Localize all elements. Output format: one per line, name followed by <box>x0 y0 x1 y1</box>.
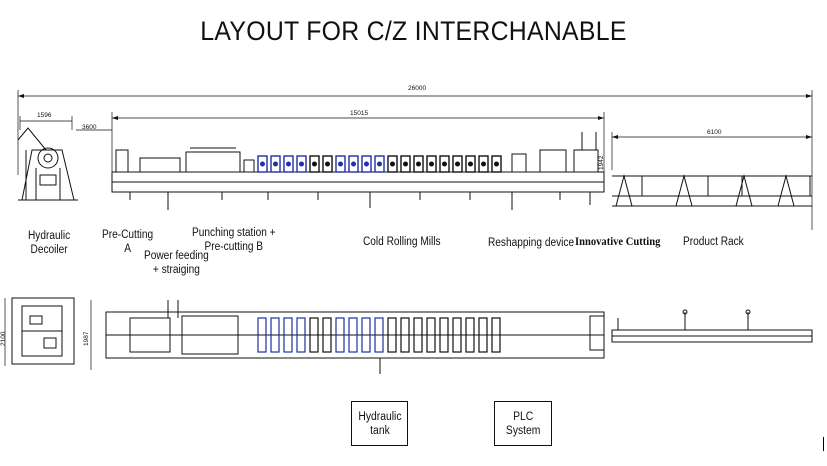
dim-rack: 6100 <box>707 129 722 136</box>
label-punching-station: Punching station + Pre-cutting B <box>192 227 276 253</box>
dim-plan-width-b: 2100 <box>0 331 7 346</box>
roller <box>390 161 395 167</box>
roller-stand <box>335 155 346 173</box>
roller-stand-plan <box>387 317 397 353</box>
roller-stand-plan <box>257 317 267 353</box>
roller-stand <box>309 155 320 173</box>
roller-stand <box>465 155 476 173</box>
roller-stand <box>283 155 294 173</box>
roller-stand-plan <box>439 317 449 353</box>
roller-stand-plan <box>348 317 358 353</box>
roller-stand-plan <box>296 317 306 353</box>
roller-stands-plan <box>257 317 501 353</box>
plc-system-label: PLC System <box>505 410 541 437</box>
roller <box>403 161 408 167</box>
roller-stands-elevation <box>257 155 502 173</box>
label-hydraulic-decoiler: Hydraulic Decoiler <box>28 230 71 256</box>
text-cursor <box>823 437 824 451</box>
roller <box>286 161 291 167</box>
roller-stand <box>426 155 437 173</box>
roller-stand-plan <box>309 317 319 353</box>
roller <box>481 161 486 167</box>
roller-stand <box>361 155 372 173</box>
label-power-feeding: Power feeding + straiging <box>144 250 209 276</box>
roller-stand <box>413 155 424 173</box>
label-innovative-cutting: Innovative Cutting <box>575 234 661 248</box>
roller-stand-plan <box>426 317 436 353</box>
legs <box>129 192 591 210</box>
roller-stand <box>374 155 385 173</box>
dim-decoiler: 1596 <box>37 112 52 119</box>
product-rack-plan <box>611 309 813 343</box>
roller-stand <box>400 155 411 173</box>
roller-stand <box>257 155 268 173</box>
roller-stand <box>478 155 489 173</box>
roller <box>494 161 499 167</box>
roller <box>325 161 330 167</box>
roller-stand <box>439 155 450 173</box>
dim-main-line: 15015 <box>350 110 369 117</box>
roller <box>312 161 317 167</box>
roller <box>455 161 460 167</box>
product-rack-elevation <box>612 174 812 207</box>
roller <box>442 161 447 167</box>
dim-side-height: 1942 <box>598 155 605 170</box>
dim-gap: 3600 <box>82 124 97 131</box>
roller-stand-plan <box>270 317 280 353</box>
dimension-lines <box>4 90 813 370</box>
main-line-plan <box>105 300 605 374</box>
hydraulic-tank-label: Hydraulic tank <box>357 410 402 437</box>
roller-stand-plan <box>478 317 488 353</box>
label-cold-rolling-mills: Cold Rolling Mills <box>363 236 441 248</box>
roller-stand-plan <box>491 317 501 353</box>
roller-stand-plan <box>465 317 475 353</box>
roller-stand-plan <box>452 317 462 353</box>
roller <box>377 161 382 167</box>
roller <box>338 161 343 167</box>
roller <box>273 161 278 167</box>
roller-stand-plan <box>322 317 332 353</box>
label-reshapping-device: Reshapping device <box>488 237 575 249</box>
roller-stand <box>387 155 398 173</box>
page-title: LAYOUT FOR C/Z INTERCHANABLE <box>200 16 627 46</box>
dim-overall: 26000 <box>408 85 427 92</box>
roller-stand <box>348 155 359 173</box>
plc-system-box: PLC System <box>494 401 552 446</box>
hydraulic-tank-box: Hydraulic tank <box>351 401 408 446</box>
roller-stand-plan <box>374 317 384 353</box>
label-product-rack: Product Rack <box>683 236 744 248</box>
roller-stand <box>322 155 333 173</box>
roller <box>364 161 369 167</box>
roller-stand-plan <box>335 317 345 353</box>
roller <box>468 161 473 167</box>
decoiler-elevation <box>17 127 78 201</box>
roller <box>429 161 434 167</box>
roller-stand <box>296 155 307 173</box>
roller-stand-plan <box>400 317 410 353</box>
roller-stand-plan <box>283 317 293 353</box>
decoiler-plan <box>11 297 75 365</box>
roller-stand <box>491 155 502 173</box>
roller-stand <box>270 155 281 173</box>
roller-stand-plan <box>413 317 423 353</box>
roller <box>416 161 421 167</box>
roller-stand <box>452 155 463 173</box>
roller-stand-plan <box>361 317 371 353</box>
roller <box>299 161 304 167</box>
roller <box>260 161 265 167</box>
roller <box>351 161 356 167</box>
dim-plan-width-a: 1987 <box>83 331 90 346</box>
label-pre-cutting-a: Pre-Cutting A <box>102 229 154 255</box>
